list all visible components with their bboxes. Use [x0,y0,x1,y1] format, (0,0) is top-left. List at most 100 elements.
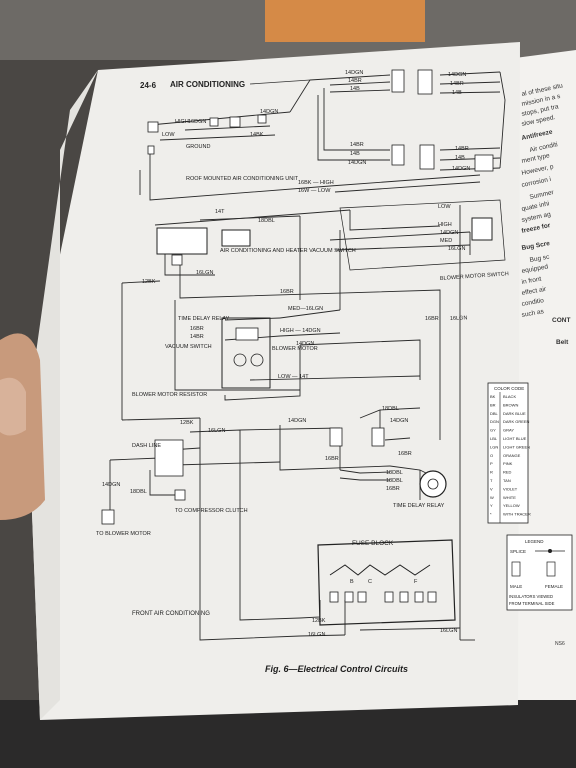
blower-motor-label: BLOWER MOTOR [272,346,318,352]
wire-12bk-label: 12BK [142,279,156,285]
color-code-name: LIGHT BLUE [503,436,527,441]
wire-label-mid-r3: 14DGN [452,166,470,172]
time-delay-relay-bottom-label: TIME DELAY RELAY [393,503,445,509]
relay-block [221,317,271,389]
right-bug-5: such as [521,308,545,319]
wire-14dgn-mid2-label: 14DGN [390,418,408,424]
wire-label-top-r1: 14DGN [448,72,466,78]
blower-resistor-label: BLOWER MOTOR RESISTOR [132,392,207,398]
color-code-name: ORANGE [503,453,521,458]
header-line [249,79,311,85]
color-code-abbr: * [490,512,492,517]
right-page-text: al of these situ mission in a s stops, p… [521,82,570,647]
color-code-name: WHITE [503,495,516,500]
wire-18dbl-bot2-label: 18DBL [386,478,403,484]
right-bug-3: effect air [521,286,547,297]
color-code-abbr: BK [490,394,496,399]
labels: ROOF MOUNTED AIR CONDITIONING UNIT GROUN… [96,70,509,638]
color-code-name: DARK BLUE [503,411,526,416]
wire-16bk-high-label: 16BK — HIGH [298,180,334,186]
compressor-clutch-label: TO COMPRESSOR CLUTCH [175,508,248,514]
wire-label-top-1: 14DGN [345,70,363,76]
high-label: HIGH [175,119,189,125]
wire-18dbl-label: 18DBL [258,218,275,224]
right-bug-1: equipped [521,263,549,275]
med-pos-label: MED [440,238,452,244]
wire-14dgn-roof-label: 14DGN [260,109,278,115]
color-code-abbr: BR [490,402,496,407]
page-number: 24-6 [140,81,157,90]
wire-high-14dgn-label: HIGH — 14DGN [280,328,321,334]
wire-label-mid-r1: 14BR [455,146,469,152]
wire-16dgn-label: 16DGN [188,119,206,125]
wire-label-top-r3: 14B [452,90,462,96]
legend-title: LEGEND [525,539,544,544]
wire-14dgn-motor-label: 14DGN [296,341,314,347]
blower-switch-label: BLOWER MOTOR SWITCH [440,271,509,282]
color-code-abbr: LGN [490,444,498,449]
fuse-block [317,539,456,626]
female-connector-icon [546,561,556,577]
wire-14bk-label: 14BK [250,132,264,138]
wire-12bk-fuse-label: 12BK [312,618,326,624]
middle-connectors [101,427,385,525]
right-bug-0: Bug sc [529,253,551,263]
roof-connectors [147,69,494,172]
color-code-abbr: O [490,453,493,458]
main-page [28,42,520,720]
color-code-name: BLACK [503,394,516,399]
right-bug-4: conditio [521,297,545,308]
color-code-name: BROWN [503,402,518,407]
wire-label-mid-1: 14BR [350,142,364,148]
color-code-name: GRAY [503,428,514,433]
color-code-name: VIOLET [503,486,518,491]
wire-16lgn-fuse-right-label: 16LGN [440,628,457,634]
wire-label-top-r2: 14BR [450,81,464,87]
wire-label-mid-2: 14B [350,151,360,157]
wire-16lgn-fuse-label: 16LGN [308,632,325,638]
figure-caption: Fig. 6—Electrical Control Circuits [265,664,408,674]
vacuum-switch-label: VACUUM SWITCH [165,344,212,350]
color-code-title: COLOR CODE [494,386,524,391]
wire-16br-label: 16BR [280,289,294,295]
ac-switch-block [156,227,251,266]
fuse-letter-f: F [414,579,418,585]
legend-male: MALE [510,584,522,589]
wire-18dbl-mid-label: 18DBL [382,406,399,412]
wire-16br-relay-label: 16BR [190,326,204,332]
legend-female: FEMALE [545,584,563,589]
wire-14t-label: 14T [215,209,225,215]
color-code-abbr: V [490,486,493,491]
wire-label-mid-3: 14DGN [348,160,366,166]
color-code-name: DARK GREEN [503,419,530,424]
wire-label-top-3: 14B [350,86,360,92]
wire-16br-left-label: 16BR [325,456,339,462]
wire-16lgn-switch-label: 16LGN [448,246,465,252]
color-code-name: LIGHT GREEN [503,444,530,449]
section-header: AIR CONDITIONING [170,80,245,89]
color-code-abbr: GY [490,428,496,433]
wire-label-top-2: 14BR [348,78,362,84]
wire-16lgn-label: 16LGN [196,270,213,276]
to-blower-motor-label: TO BLOWER MOTOR [96,531,151,537]
page-edge-shadow [28,70,98,720]
wire-14dgn-dash-label: 14DGN [102,482,120,488]
color-code-name: PINK [503,461,513,466]
fuse-letter-b: B [350,579,354,585]
color-code-name: RED [503,470,512,475]
wire-low-14t-label: LOW — 14T [278,374,309,380]
wire-16lgn-dash-label: 16LGN [208,428,225,434]
wire-16br-mid-label: 16BR [398,451,412,457]
color-code-name: YELLOW [503,503,520,508]
wire-18dbl-dash-label: 18DBL [130,489,147,495]
right-page-tag: NS6 [555,641,565,647]
male-connector-icon [511,561,521,577]
color-code-name: WITH TRACER [503,512,531,517]
ground-label: GROUND [186,144,210,150]
right-belt: Belt [556,339,569,346]
wire-16br-bot-label: 16BR [386,486,400,492]
wire-16w-low-label: 16W — LOW [298,188,331,194]
color-code-abbr: T [490,478,493,483]
color-code-abbr: Y [490,503,493,508]
